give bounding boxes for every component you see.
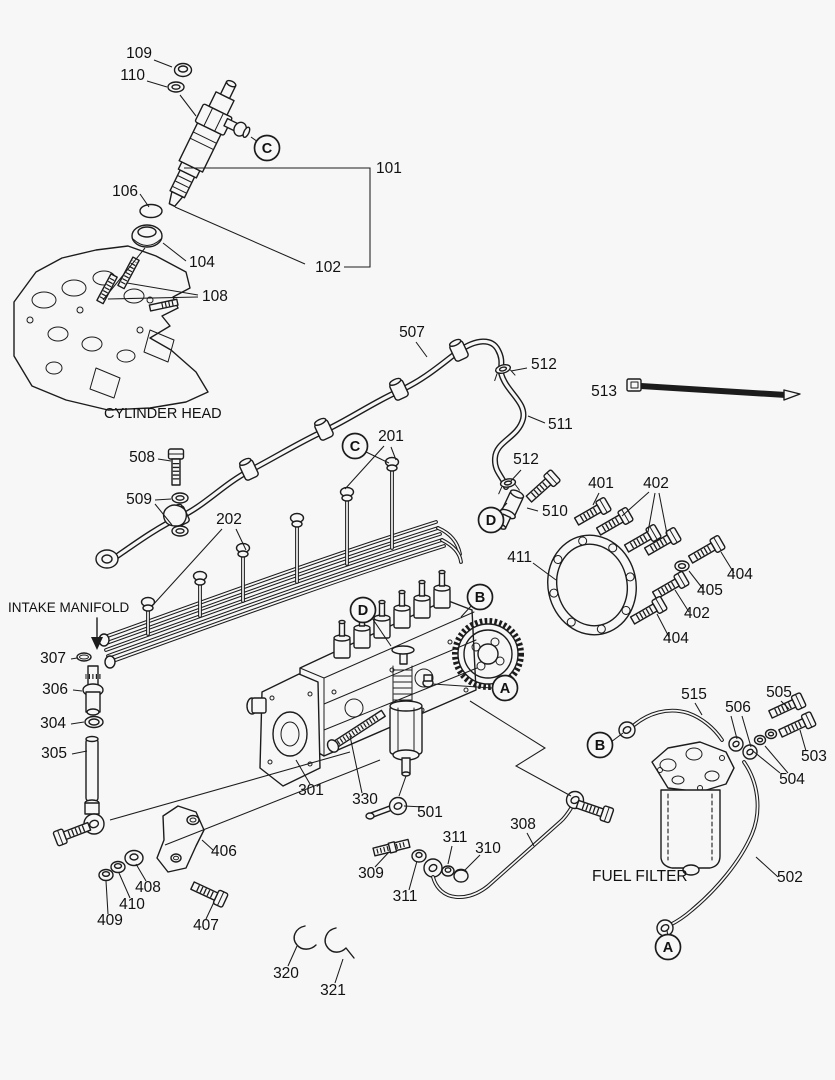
svg-text:D: D xyxy=(358,603,368,619)
part-label-404: 404 xyxy=(663,630,689,647)
part-label-410: 410 xyxy=(119,896,145,913)
part-label-330: 330 xyxy=(352,791,378,808)
part-label-506: 506 xyxy=(725,699,751,716)
caption-fuel-filter: FUEL FILTER xyxy=(592,868,688,885)
part-label-505: 505 xyxy=(766,684,792,701)
part-label-201: 201 xyxy=(378,428,404,445)
part-label-304: 304 xyxy=(40,715,66,732)
part-label-503: 503 xyxy=(801,748,827,765)
leak-off-line-art xyxy=(95,338,561,569)
part-label-109: 109 xyxy=(126,45,152,62)
part-label-510: 510 xyxy=(542,503,568,520)
delivery-valves xyxy=(333,569,451,659)
part-label-102: 102 xyxy=(315,259,341,276)
pipe-fittings xyxy=(140,456,400,612)
svg-text:B: B xyxy=(475,590,485,606)
part-label-309: 309 xyxy=(358,865,384,882)
part-label-310: 310 xyxy=(475,840,501,857)
part-label-509: 509 xyxy=(126,491,152,508)
part-label-404: 404 xyxy=(727,566,753,583)
callout-c-circle: C xyxy=(341,432,369,460)
svg-text:A: A xyxy=(663,940,674,956)
svg-text:C: C xyxy=(350,439,361,455)
part-label-101: 101 xyxy=(376,160,402,177)
part-label-512: 512 xyxy=(513,451,539,468)
svg-text:C: C xyxy=(262,141,273,157)
callout-c-circle: C xyxy=(253,134,281,162)
leader-lines xyxy=(70,59,807,984)
part-label-504: 504 xyxy=(779,771,805,788)
part-label-513: 513 xyxy=(591,383,617,400)
intake-manifold-parts-art xyxy=(53,617,105,846)
part-label-301: 301 xyxy=(298,782,324,799)
bracket-406-art xyxy=(98,805,228,908)
callout-d-circle: D xyxy=(349,596,377,624)
part-label-110: 110 xyxy=(120,67,145,84)
part-label-405: 405 xyxy=(697,582,723,599)
governor-housing xyxy=(246,673,321,787)
cylinder-head-art xyxy=(13,245,209,411)
injection-pipes-art xyxy=(98,456,463,669)
filter-fittings xyxy=(728,692,816,760)
part-label-515: 515 xyxy=(681,686,707,703)
callout-a-circle: A xyxy=(654,933,682,961)
banjo-bolt-501 xyxy=(365,796,408,820)
part-label-411: 411 xyxy=(507,549,532,566)
part-label-406: 406 xyxy=(211,843,237,860)
part-label-501: 501 xyxy=(417,804,443,821)
part-label-311: 311 xyxy=(393,888,418,905)
part-label-305: 305 xyxy=(41,745,67,762)
callout-b-circle: B xyxy=(466,583,494,611)
labels-layer: 109 110 101 106 104 102 108 507 512 513 511 508 201 5… xyxy=(8,45,827,999)
part-label-306: 306 xyxy=(42,681,68,698)
part-label-202: 202 xyxy=(216,511,242,528)
part-label-307: 307 xyxy=(40,650,66,667)
part-label-512: 512 xyxy=(531,356,557,373)
part-label-407: 407 xyxy=(193,917,219,934)
part-label-106: 106 xyxy=(112,183,138,200)
mount-bolts-art xyxy=(573,497,726,627)
part-label-108: 108 xyxy=(202,288,228,305)
part-label-408: 408 xyxy=(135,879,161,896)
caption-intake-manifold: INTAKE MANIFOLD xyxy=(8,600,130,615)
timing-gear xyxy=(452,618,524,690)
fuel-injector-art xyxy=(168,79,251,208)
callout-a-circle: A xyxy=(491,674,519,702)
part-label-508: 508 xyxy=(129,449,155,466)
part-label-321: 321 xyxy=(320,982,346,999)
part-label-320: 320 xyxy=(273,965,299,982)
part-label-104: 104 xyxy=(189,254,215,271)
hand-primer xyxy=(389,645,423,777)
cable-tie-art xyxy=(626,378,801,401)
injector-small-parts-art xyxy=(131,62,193,248)
gasket-411-art xyxy=(547,534,637,636)
svg-text:D: D xyxy=(486,513,496,529)
injection-pump-art xyxy=(246,569,524,820)
clips-art xyxy=(293,925,355,959)
callout-b-circle: B xyxy=(586,731,614,759)
fuel-filter-art xyxy=(618,692,816,937)
svg-text:A: A xyxy=(500,681,511,697)
part-label-308: 308 xyxy=(510,816,536,833)
part-label-507: 507 xyxy=(399,324,425,341)
callout-d-circle: D xyxy=(477,506,505,534)
part-label-402: 402 xyxy=(684,605,710,622)
part-label-311: 311 xyxy=(443,829,468,846)
part-label-511: 511 xyxy=(548,416,573,433)
part-label-401: 401 xyxy=(588,475,614,492)
part-label-402: 402 xyxy=(643,475,669,492)
part-label-409: 409 xyxy=(97,912,123,929)
overflow-valve-330 xyxy=(326,709,386,753)
part-label-502: 502 xyxy=(777,869,803,886)
caption-cylinder-head: CYLINDER HEAD xyxy=(104,406,222,422)
stud-309-art xyxy=(372,838,469,883)
svg-text:B: B xyxy=(595,738,605,754)
